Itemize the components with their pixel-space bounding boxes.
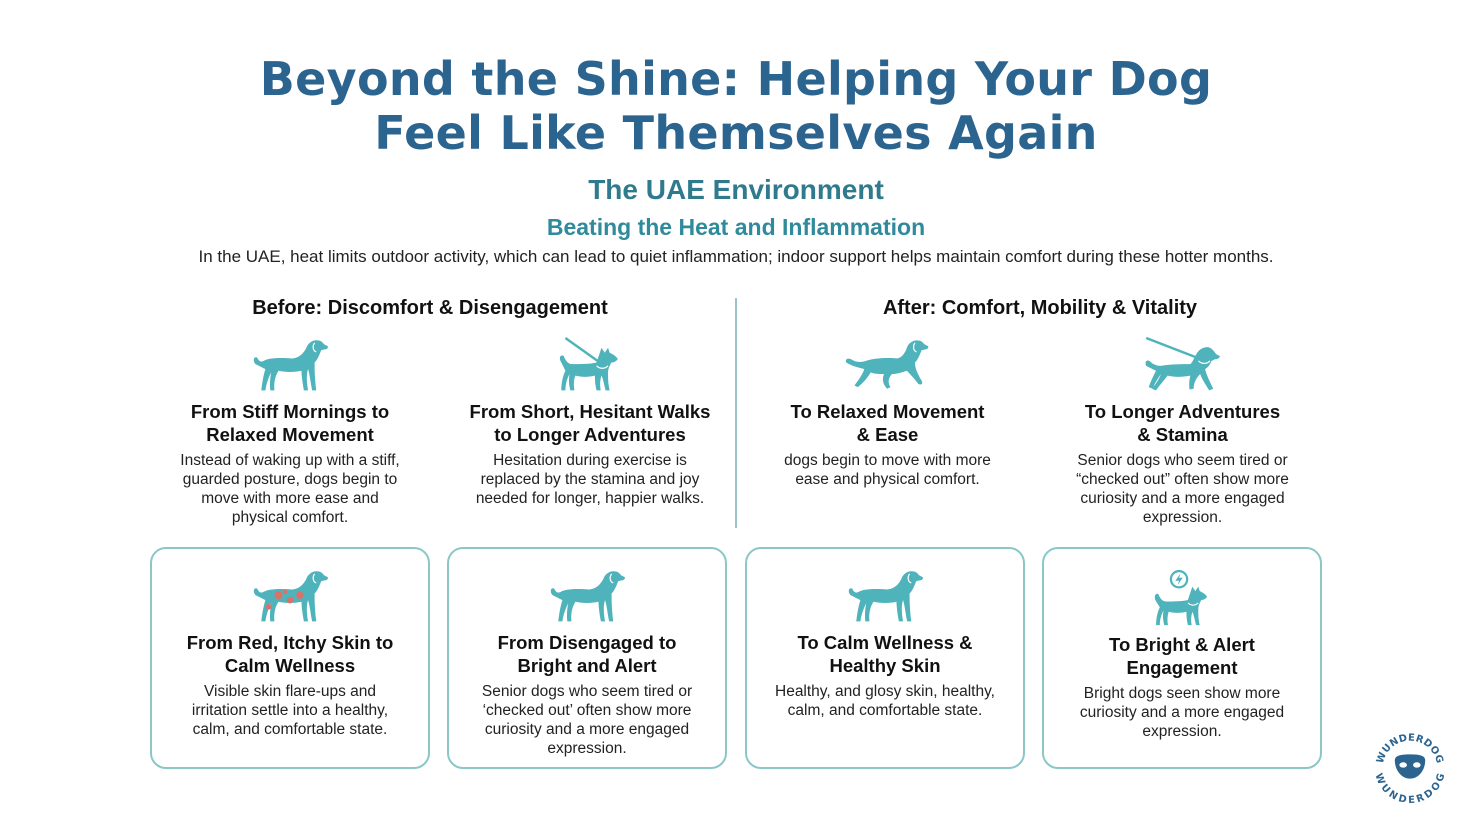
item-description: Instead of waking up with a stiff, guard…	[180, 452, 400, 526]
before-card-disengaged: From Disengaged to Bright and Alert Seni…	[447, 547, 727, 769]
before-item-stiff-mornings: From Stiff Mornings to Relaxed Movement …	[150, 336, 430, 527]
column-divider	[735, 298, 737, 528]
after-card-bright-alert: To Bright & Alert Engagement Bright dogs…	[1042, 547, 1322, 769]
item-title: From Stiff Mornings to Relaxed Movement	[190, 401, 390, 445]
card-title: From Red, Itchy Skin to Calm Wellness	[186, 632, 394, 676]
healthy-dog-icon	[844, 567, 926, 625]
item-description: Hesitation during exercise is replaced b…	[475, 452, 705, 507]
before-card-itchy-skin: From Red, Itchy Skin to Calm Wellness Vi…	[150, 547, 430, 769]
before-heading: Before: Discomfort & Disengagement	[252, 297, 608, 319]
page-title: Beyond the Shine: Helping Your Dog Feel …	[0, 52, 1472, 160]
item-description: dogs begin to move with more ease and ph…	[784, 452, 991, 488]
before-item-short-walks: From Short, Hesitant Walks to Longer Adv…	[445, 336, 735, 508]
after-item-longer-adventures: To Longer Adventures & Stamina Senior do…	[1040, 336, 1325, 527]
trotting-dog-icon	[843, 336, 933, 394]
card-title: To Bright & Alert Engagement	[1109, 634, 1255, 678]
item-description: Senior dogs who seem tired or “checked o…	[1076, 452, 1289, 526]
item-title: To Relaxed Movement & Ease	[790, 401, 985, 445]
card-title: To Calm Wellness & Healthy Skin	[797, 632, 973, 676]
standing-dog-icon	[249, 336, 331, 394]
item-title: To Longer Adventures & Stamina	[1084, 401, 1281, 445]
after-card-healthy-skin: To Calm Wellness & Healthy Skin Healthy,…	[745, 547, 1025, 769]
card-description: Healthy, and glosy skin, healthy, calm, …	[775, 683, 995, 719]
card-description: Bright dogs seen show more curiosity and…	[1079, 685, 1285, 740]
section-subtitle: Beating the Heat and Inflammation	[546, 214, 926, 240]
leashed-dog-icon	[549, 336, 631, 394]
walking-leashed-dog-icon	[1138, 336, 1228, 394]
card-description: Visible skin flare-ups and irritation se…	[191, 683, 389, 738]
card-description: Senior dogs who seem tired or ‘checked o…	[481, 683, 693, 757]
dog-with-skin-patches-icon	[249, 567, 331, 625]
card-title: From Disengaged to Bright and Alert	[497, 632, 677, 676]
droopy-dog-icon	[546, 567, 628, 625]
page-title-line-2: Feel Like Themselves Again	[374, 106, 1098, 160]
dog-nose-icon	[1394, 754, 1426, 779]
after-heading: After: Comfort, Mobility & Vitality	[882, 297, 1198, 319]
intro-text: In the UAE, heat limits outdoor activity…	[198, 247, 1274, 266]
wunderdog-logo: WUNDERDOG WUNDERDOG	[1372, 732, 1447, 806]
item-title: From Short, Hesitant Walks to Longer Adv…	[469, 401, 711, 445]
energetic-dog-icon	[1145, 567, 1219, 627]
page-title-line-1: Beyond the Shine: Helping Your Dog	[259, 52, 1213, 106]
section-title: The UAE Environment	[588, 174, 884, 205]
after-item-relaxed-movement: To Relaxed Movement & Ease dogs begin to…	[745, 336, 1030, 489]
